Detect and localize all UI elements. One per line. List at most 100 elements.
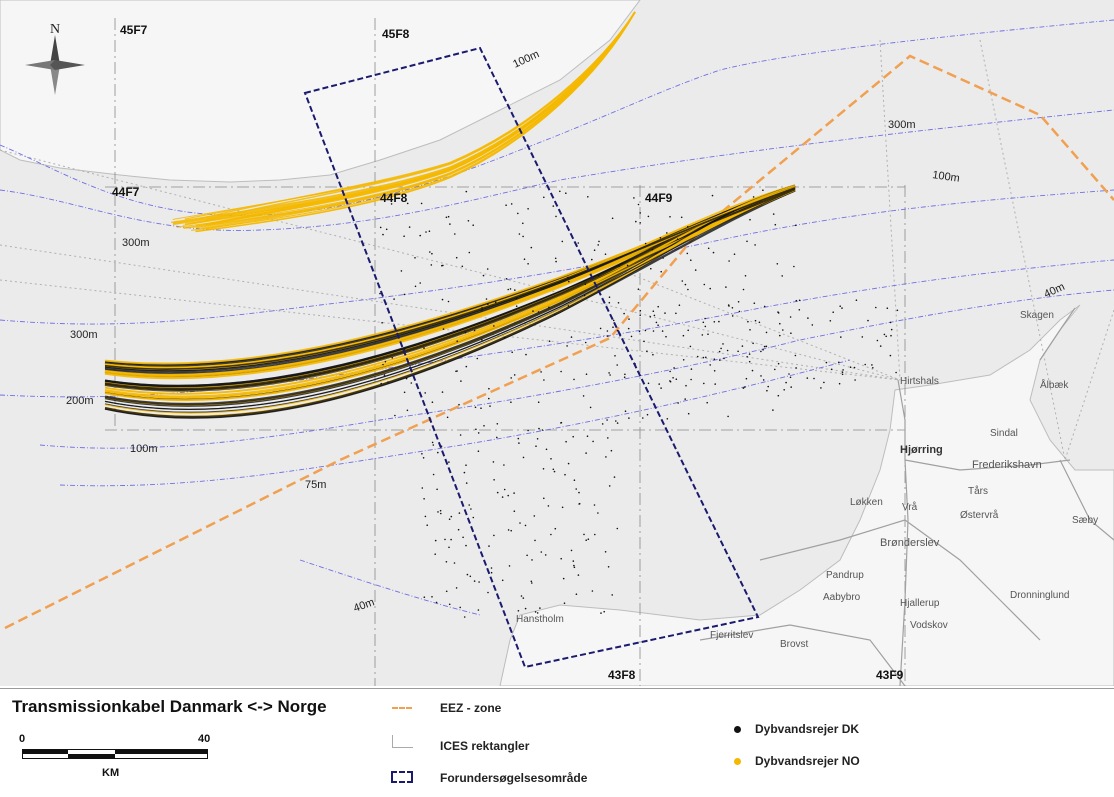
shrimp-point <box>381 322 383 324</box>
shrimp-point <box>425 231 427 233</box>
shrimp-point <box>442 264 444 267</box>
road-network <box>699 307 1114 686</box>
shrimp-point <box>422 457 425 459</box>
shrimp-point <box>657 324 659 327</box>
shrimp-point <box>738 310 741 313</box>
shrimp-point <box>762 189 764 191</box>
shrimp-point <box>839 305 841 308</box>
shrimp-point <box>493 325 495 327</box>
shrimp-point <box>867 319 869 322</box>
shrimp-point <box>611 217 614 220</box>
shrimp-point <box>585 539 587 541</box>
shrimp-point <box>561 240 564 243</box>
shrimp-point <box>623 312 625 315</box>
shrimp-point <box>519 522 521 524</box>
shrimp-point <box>772 213 775 215</box>
shrimp-track <box>104 186 796 414</box>
shrimp-point <box>701 334 704 336</box>
shrimp-point <box>760 350 762 353</box>
shrimp-point <box>722 343 724 345</box>
shrimp-point <box>447 300 450 303</box>
shrimp-point <box>813 377 815 380</box>
shrimp-point <box>510 377 512 379</box>
shrimp-point <box>794 354 797 357</box>
shrimp-point <box>510 203 513 205</box>
shrimp-point <box>639 212 641 214</box>
shrimp-point <box>689 345 692 348</box>
shrimp-point <box>522 456 525 459</box>
shrimp-point <box>752 196 755 198</box>
no-legend-label: Dybvandsrejer NO <box>755 754 860 768</box>
shrimp-point <box>593 249 596 251</box>
shrimp-point <box>616 527 619 530</box>
shrimp-point <box>387 381 389 383</box>
shrimp-point <box>554 527 557 530</box>
shrimp-point <box>608 301 611 304</box>
shrimp-point <box>725 286 727 288</box>
shrimp-point <box>561 506 564 509</box>
shrimp-point <box>731 315 734 317</box>
shrimp-point <box>647 215 650 218</box>
place-label: Pandrup <box>826 570 864 581</box>
shrimp-point <box>727 304 730 306</box>
shrimp-point <box>788 373 790 375</box>
shrimp-point <box>394 414 396 417</box>
depth-label: 100m <box>130 443 158 455</box>
shrimp-point <box>445 590 448 593</box>
shrimp-point <box>842 369 844 371</box>
place-label: Vodskov <box>910 620 948 631</box>
shrimp-point <box>445 216 448 219</box>
shrimp-point <box>777 311 779 313</box>
shrimp-point <box>496 436 498 439</box>
shrimp-point <box>635 220 637 223</box>
shrimp-point <box>652 353 654 356</box>
shrimp-point <box>421 487 424 489</box>
shrimp-point <box>465 190 468 193</box>
shrimp-point <box>403 235 405 237</box>
compass-north-label: N <box>50 22 60 37</box>
scale-start: 0 <box>19 733 26 745</box>
shrimp-point <box>609 374 611 376</box>
shrimp-point <box>604 253 607 255</box>
shrimp-point <box>448 546 450 549</box>
depth-label: 300m <box>70 329 98 341</box>
shrimp-point <box>578 491 580 494</box>
shrimp-point <box>513 374 516 376</box>
shrimp-point <box>652 310 655 313</box>
shrimp-point <box>448 518 451 520</box>
shrimp-point <box>606 335 609 337</box>
shrimp-point <box>562 577 565 580</box>
shrimp-point <box>669 380 671 382</box>
shrimp-point <box>485 298 488 300</box>
shrimp-point <box>713 358 716 361</box>
shrimp-point <box>712 251 715 254</box>
shrimp-point <box>709 287 711 290</box>
shrimp-point <box>507 288 510 291</box>
shrimp-point <box>751 369 754 372</box>
shrimp-point <box>510 529 512 532</box>
ices-label: 44F7 <box>112 185 140 199</box>
map-canvas[interactable]: N 45F7 45F8 44F7 44F8 44F9 43F8 43F9 100… <box>0 0 1114 686</box>
survey-area[interactable] <box>303 46 760 669</box>
shrimp-point <box>560 370 562 373</box>
shrimp-point <box>483 425 485 427</box>
shrimp-point <box>713 370 716 372</box>
shrimp-point <box>414 285 417 288</box>
shrimp-point <box>555 215 557 218</box>
shrimp-point <box>665 335 667 338</box>
shrimp-point <box>583 533 585 536</box>
shrimp-point <box>572 435 574 438</box>
shrimp-point <box>789 376 792 379</box>
shrimp-point <box>473 580 476 582</box>
shrimp-point <box>639 309 642 312</box>
shrimp-point <box>390 203 393 205</box>
shrimp-point <box>465 365 468 368</box>
shrimp-point <box>472 516 475 519</box>
shrimp-point <box>469 575 472 578</box>
shrimp-point <box>531 559 533 561</box>
shrimp-point <box>618 265 620 268</box>
shrimp-point <box>450 515 453 518</box>
shrimp-point <box>481 339 483 341</box>
shrimp-point <box>559 190 561 193</box>
shrimp-point <box>875 306 877 309</box>
